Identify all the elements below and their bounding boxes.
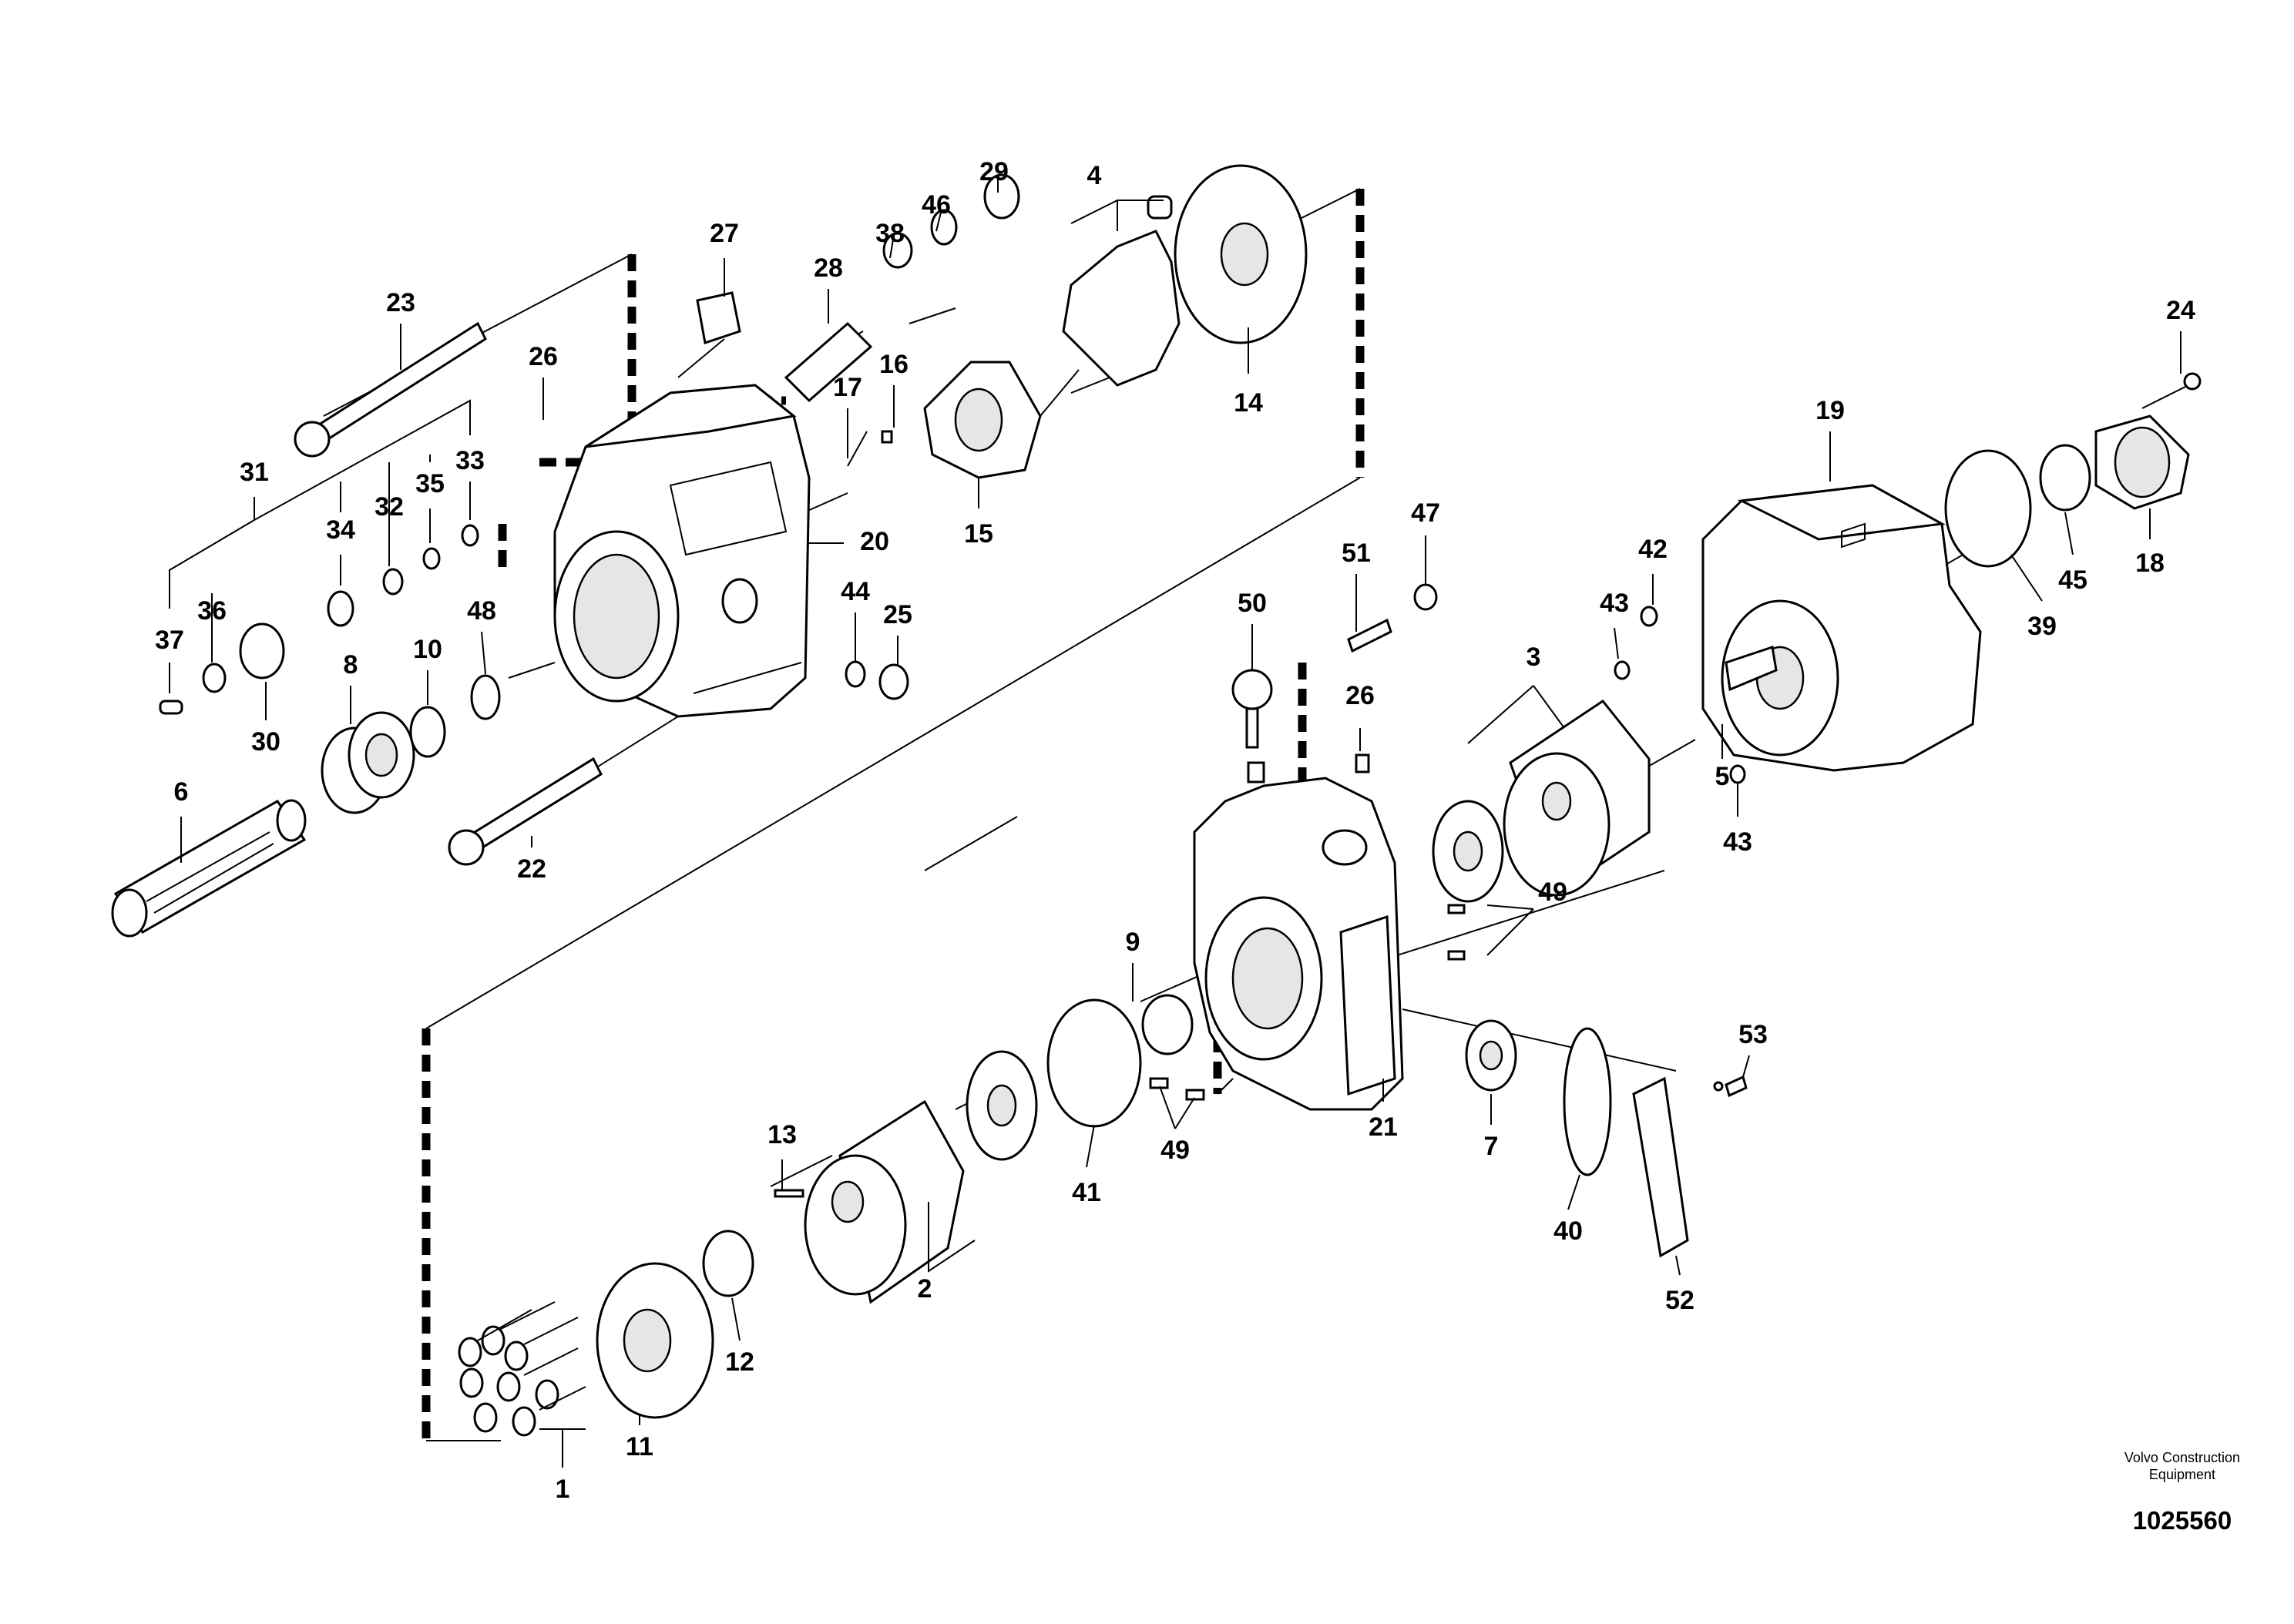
label-32: 32: [374, 492, 404, 522]
label-9: 9: [1126, 928, 1140, 957]
swash-plate: [923, 164, 1308, 479]
label-53: 53: [1738, 1020, 1768, 1049]
label-35: 35: [415, 469, 445, 498]
label-29: 29: [979, 157, 1009, 186]
label-20: 20: [860, 527, 889, 556]
label-22: 22: [517, 854, 546, 884]
lower-right-parts: [1447, 904, 1748, 1258]
label-45: 45: [2058, 565, 2087, 595]
label-36: 36: [197, 596, 227, 626]
servo-piston: [784, 173, 1020, 467]
label-44: 44: [841, 577, 870, 606]
cylinder-block-right: [1432, 699, 1651, 903]
label-31: 31: [240, 458, 269, 487]
label-2: 2: [918, 1274, 932, 1304]
label-49b: 49: [1160, 1136, 1190, 1165]
label-15: 15: [964, 519, 993, 549]
label-25: 25: [883, 600, 912, 629]
label-6: 6: [174, 777, 189, 807]
label-21: 21: [1369, 1112, 1398, 1142]
label-18: 18: [2135, 549, 2165, 578]
label-1: 1: [556, 1475, 570, 1504]
label-26b: 26: [1345, 681, 1375, 710]
label-5: 5: [1715, 762, 1730, 791]
label-37: 37: [155, 626, 184, 655]
label-23: 23: [386, 288, 415, 317]
o-rings-left: [327, 524, 501, 758]
label-8: 8: [344, 650, 358, 679]
label-43a: 43: [1600, 589, 1629, 618]
label-28: 28: [814, 253, 843, 283]
label-48: 48: [467, 596, 496, 626]
label-51: 51: [1342, 539, 1371, 568]
label-52: 52: [1665, 1286, 1694, 1315]
pump-housing-upper: [553, 384, 811, 718]
label-38: 38: [875, 219, 905, 248]
label-13: 13: [767, 1120, 797, 1149]
drive-shaft: [111, 799, 307, 938]
callouts: 1 2 3 4 5 6 7 8 9 10 11 12 13 14 15 16 1: [155, 157, 2195, 1504]
label-3: 3: [1527, 643, 1541, 672]
right-end-parts: [1944, 372, 2202, 568]
label-12: 12: [725, 1347, 754, 1377]
publisher-credit: Volvo Construction Equipment 1025560: [2124, 1449, 2240, 1535]
label-34: 34: [326, 515, 355, 545]
label-19: 19: [1815, 396, 1845, 425]
label-46: 46: [922, 190, 951, 220]
label-33: 33: [455, 446, 485, 475]
label-24: 24: [2166, 296, 2195, 325]
label-42: 42: [1638, 535, 1668, 564]
label-14: 14: [1234, 388, 1263, 418]
block-27: [696, 291, 741, 344]
publisher-name-line-2: Equipment: [2148, 1467, 2215, 1482]
label-27: 27: [710, 219, 739, 248]
eye-bolt-and-stud: [1231, 583, 1438, 749]
pistons: [458, 1301, 586, 1437]
label-26a: 26: [529, 342, 558, 371]
label-41: 41: [1072, 1178, 1101, 1207]
label-40: 40: [1553, 1216, 1583, 1246]
label-50: 50: [1238, 589, 1267, 618]
rotating-group-lower: [458, 994, 1205, 1437]
label-49a: 49: [1538, 877, 1567, 907]
label-47: 47: [1411, 498, 1440, 528]
center-housing: [1193, 753, 1404, 1111]
label-30: 30: [251, 727, 280, 757]
drawing-number: 1025560: [2132, 1506, 2232, 1535]
label-4: 4: [1087, 161, 1102, 190]
small-fittings-left: [159, 622, 285, 715]
bolts-upper: [294, 321, 603, 866]
pump-housing-right: [1701, 484, 1982, 772]
label-16: 16: [879, 350, 909, 379]
plug-fittings: [845, 660, 909, 700]
label-17: 17: [833, 373, 862, 402]
label-39: 39: [2027, 612, 2057, 641]
bearing: [321, 711, 415, 814]
label-10: 10: [413, 635, 442, 664]
label-11: 11: [626, 1432, 653, 1461]
label-7: 7: [1484, 1132, 1499, 1161]
label-43b: 43: [1723, 827, 1752, 857]
publisher-name-line-1: Volvo Construction: [2124, 1450, 2240, 1465]
